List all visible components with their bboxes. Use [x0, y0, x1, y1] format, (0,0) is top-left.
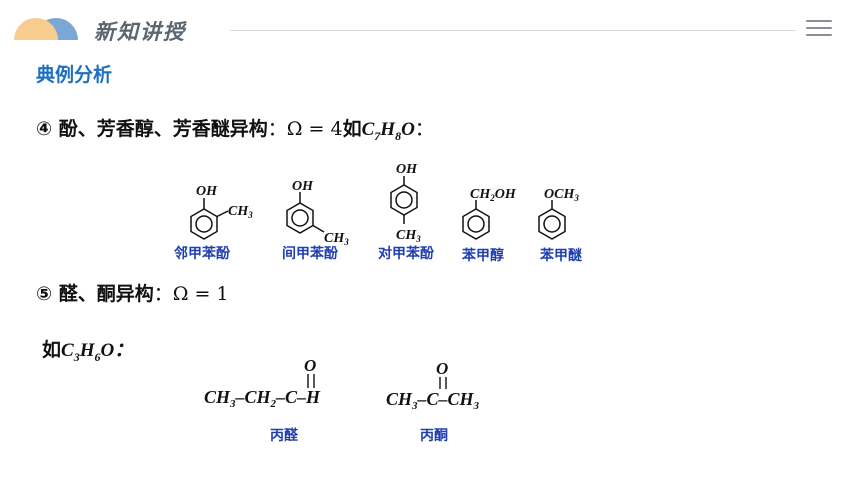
ortho-oh-label: OH: [196, 184, 218, 199]
item-6-ru: 如: [42, 339, 62, 361]
item-4-end: ：: [414, 118, 434, 140]
menu-icon[interactable]: [806, 20, 832, 40]
caption-benzyl-alcohol: 苯甲醇: [461, 247, 504, 264]
propanal-structure: O CH3–CH2–C–H 丙醛: [204, 356, 321, 444]
ortho-ch3-label: CH3: [228, 204, 253, 220]
acetone-o-label: O: [436, 359, 448, 378]
section-title: 典例分析: [36, 64, 113, 86]
header-divider: [230, 30, 796, 31]
item-5-colon: ：: [153, 283, 173, 305]
item-6-end: ：: [114, 340, 134, 361]
header-title: 新知讲授: [94, 20, 186, 44]
propanal-chain: CH3–CH2–C–H: [204, 387, 321, 410]
item-5-line: ⑤ 醛、酮异构：Ω = 1: [36, 279, 229, 306]
item-5-marker: ⑤: [36, 283, 53, 305]
ring-ortho-cresol: [190, 198, 229, 240]
item-6-formula: C3H6O: [61, 340, 115, 364]
benzyl-ch2oh-label: CH2OH: [470, 187, 517, 203]
item-5-text: 醛、酮异构: [58, 283, 154, 305]
logo-icon: [14, 18, 78, 40]
ring-benzyl-alcohol: [462, 200, 490, 240]
item-4-ru: 如: [342, 118, 362, 140]
caption-anisole: 苯甲醚: [539, 247, 582, 264]
meta-ch3-label: CH3: [324, 231, 349, 247]
ring-para-cresol: [390, 176, 418, 224]
caption-para-cresol: 对甲苯酚: [378, 245, 435, 262]
item-4-omega: Ω = 4: [286, 118, 343, 140]
item-4-colon: ：: [267, 118, 287, 140]
anisole-och3-label: OCH3: [544, 187, 579, 203]
ring-anisole: [538, 200, 566, 240]
ring-meta-cresol: [286, 192, 325, 234]
acetone-chain: CH3–C–CH3: [386, 389, 480, 412]
item-4-text: 酚、芳香醇、芳香醚异构: [58, 118, 268, 140]
aromatic-structures: OH CH3 邻甲苯酚 OH CH3 间甲苯酚 OH CH3 对甲苯酚 CH2O…: [174, 162, 582, 264]
acetone-structure: O CH3–C–CH3 丙酮: [386, 359, 480, 444]
header: 新知讲授: [0, 0, 860, 60]
caption-acetone: 丙酮: [420, 428, 448, 444]
item-4-formula: C7H8O: [361, 119, 415, 143]
caption-propanal: 丙醛: [270, 427, 299, 444]
propanal-o-label: O: [304, 356, 316, 375]
meta-oh-label: OH: [292, 179, 314, 194]
carbonyl-structures: O CH3–CH2–C–H 丙醛 O CH3–C–CH3 丙酮: [204, 356, 480, 444]
item-6-line: 如C3H6O：: [42, 335, 133, 365]
item-4-marker: ④: [36, 118, 53, 140]
item-5-omega: Ω = 1: [172, 283, 229, 305]
item-4-line: ④ 酚、芳香醇、芳香醚异构：Ω = 4如C7H8O：: [36, 114, 434, 144]
caption-ortho-cresol: 邻甲苯酚: [174, 245, 231, 262]
para-ch3-label: CH3: [396, 228, 421, 244]
caption-meta-cresol: 间甲苯酚: [282, 245, 339, 262]
para-oh-label: OH: [396, 162, 418, 177]
